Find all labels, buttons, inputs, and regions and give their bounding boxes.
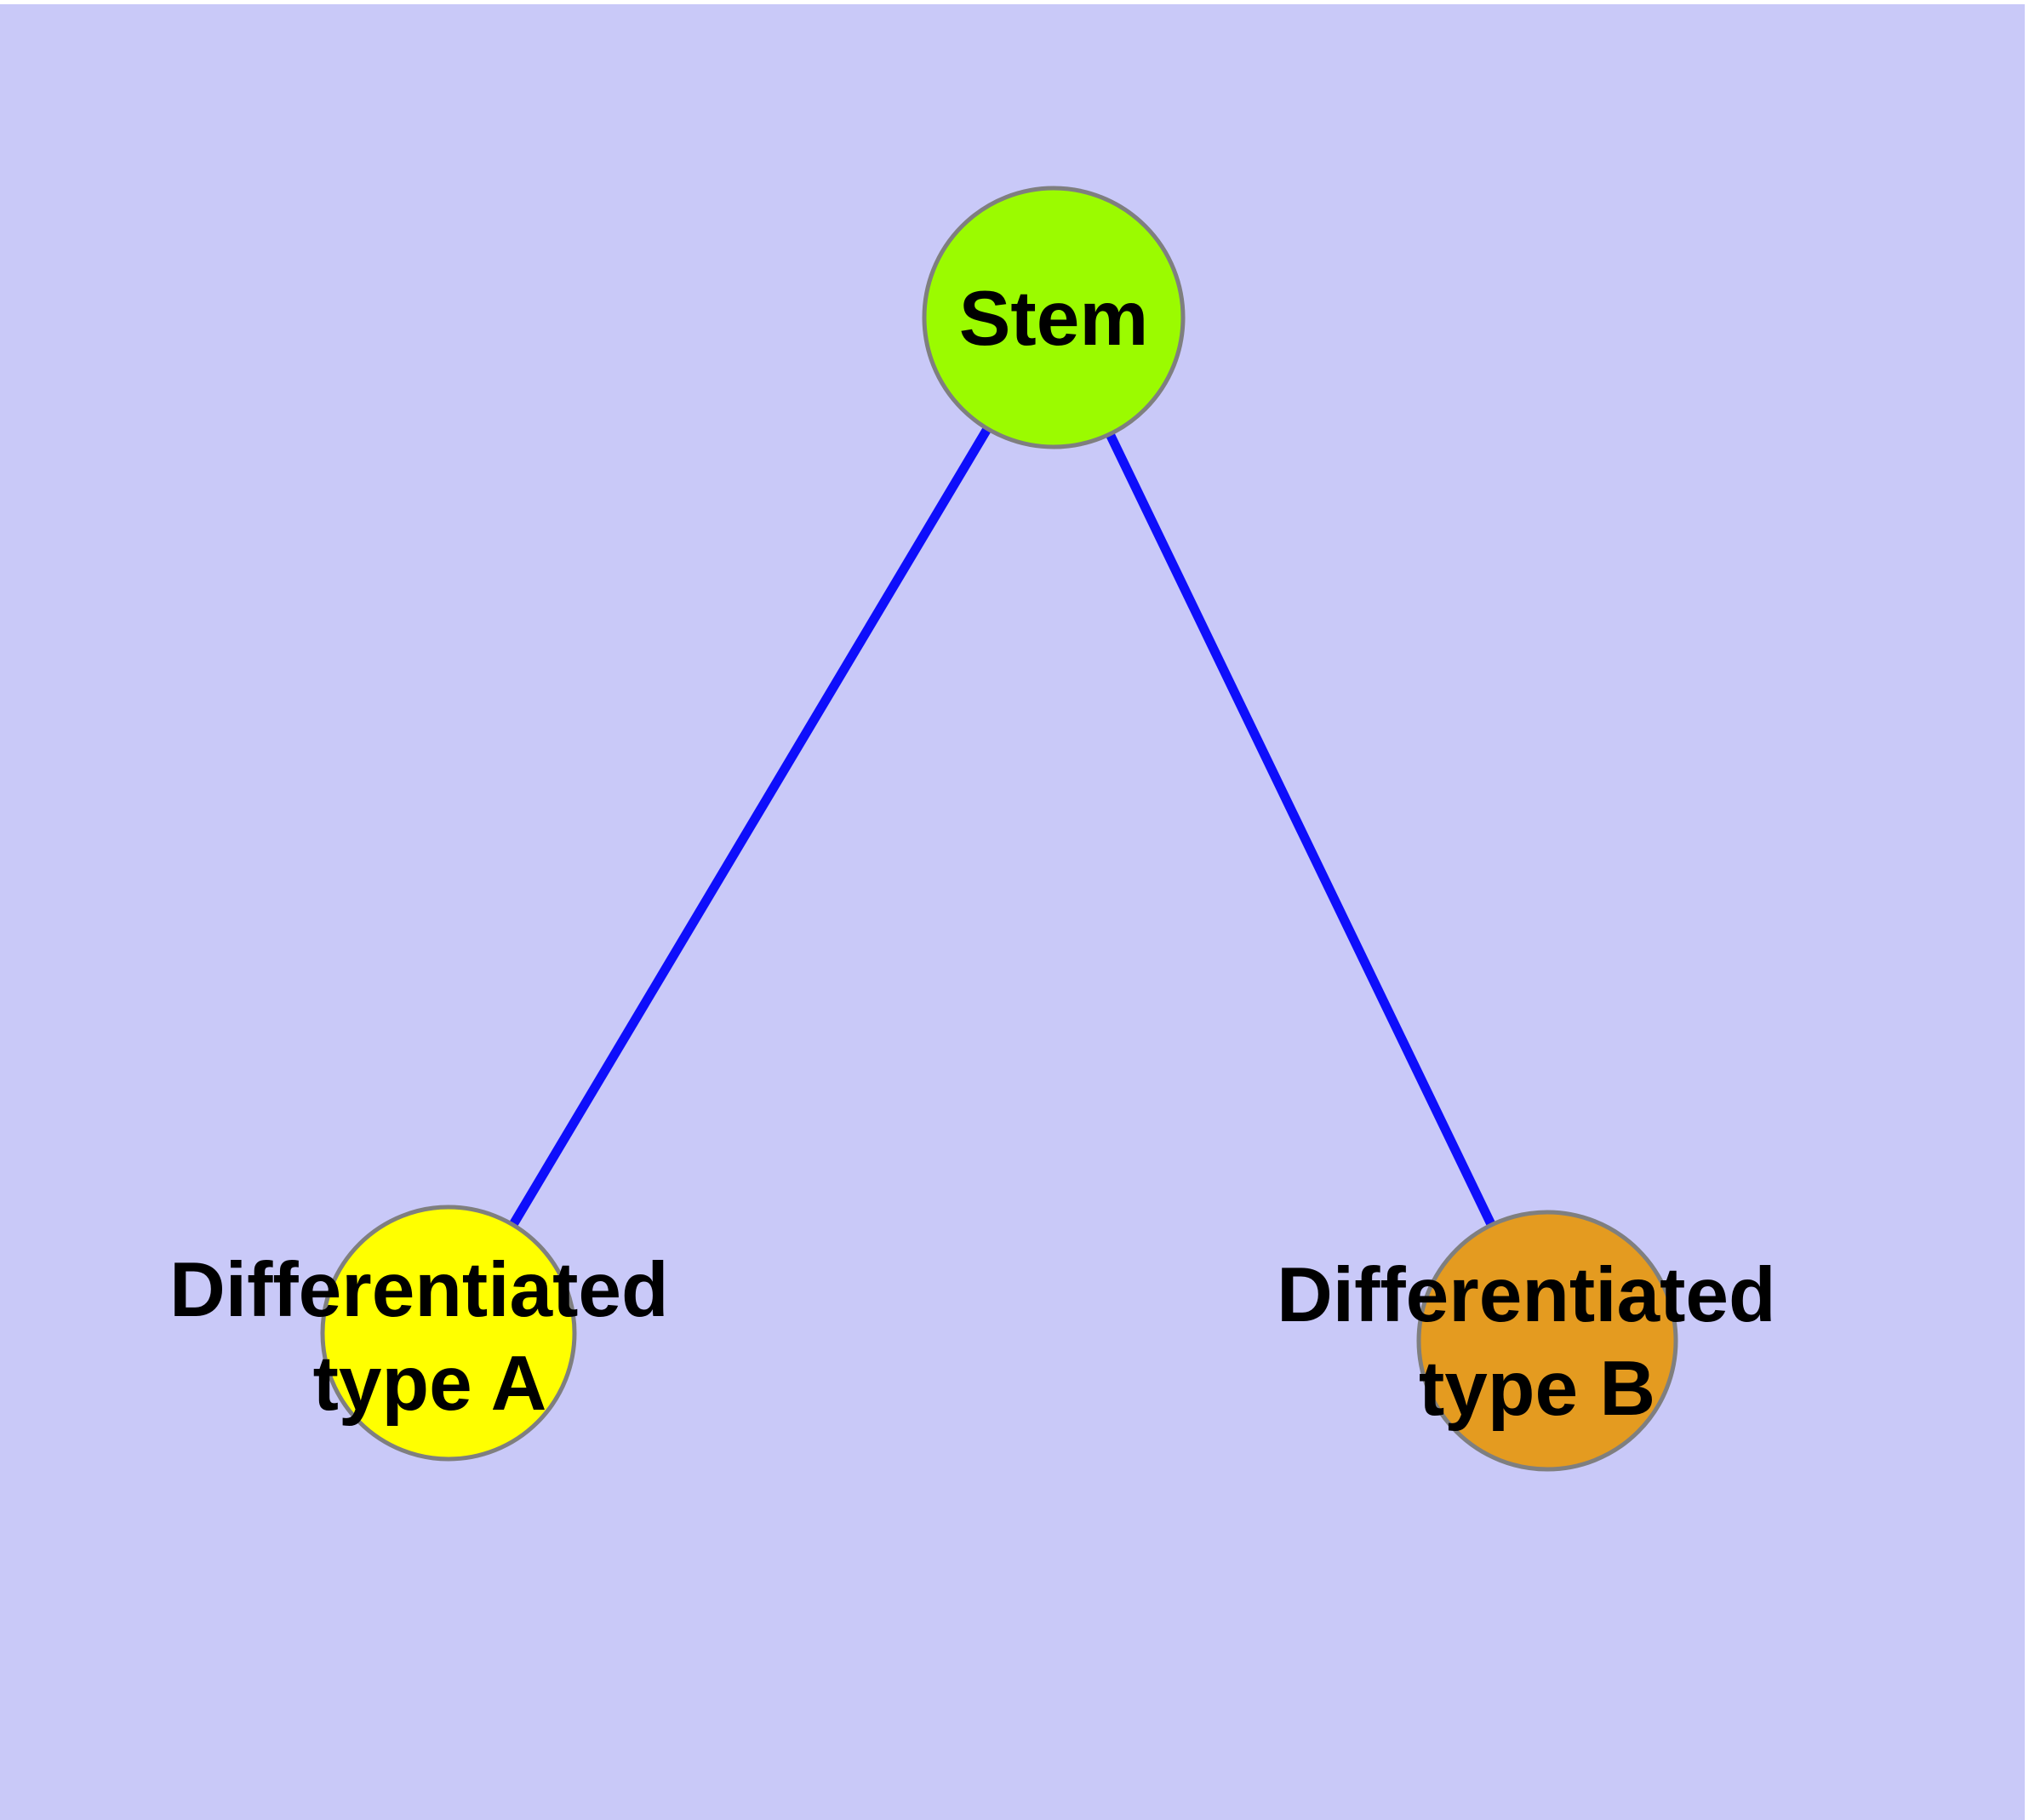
node-type-a-circle xyxy=(320,1205,577,1462)
node-type-b-label-line1: Differentiated xyxy=(1277,1252,1776,1338)
node-type-a-label-line1: Differentiated xyxy=(169,1247,669,1333)
node-type-a-label-line2: type A xyxy=(313,1341,547,1427)
node-type-b-label-line2: type B xyxy=(1419,1346,1655,1432)
node-stem-label: Stem xyxy=(959,276,1149,362)
node-type-a-label: Differentiated type A xyxy=(169,1247,690,1427)
edge-stem-to-type-a xyxy=(444,315,1058,1336)
node-type-b-label: Differentiated type B xyxy=(1277,1252,1798,1432)
node-stem-circle xyxy=(922,186,1186,449)
node-type-b-circle xyxy=(1416,1210,1678,1472)
edge-stem-to-type-b xyxy=(1049,315,1552,1343)
